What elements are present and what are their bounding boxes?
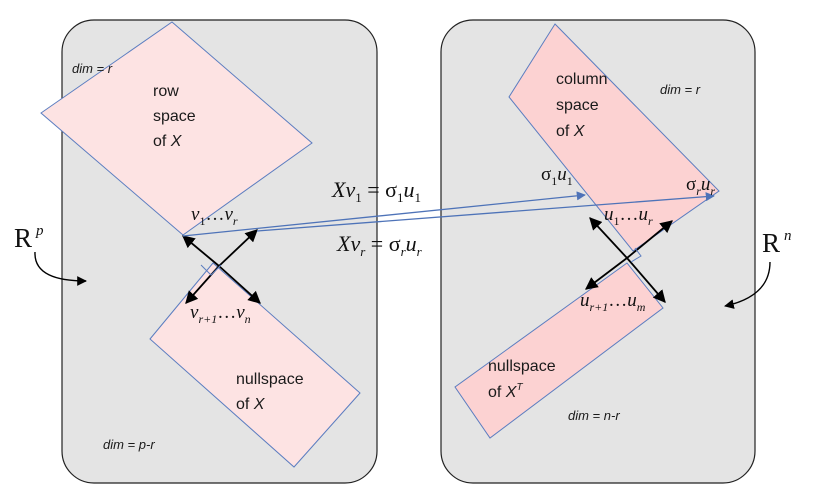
left-nullspace-region [149, 262, 361, 468]
right-right-angle [630, 247, 642, 263]
arrow-ur [626, 220, 673, 259]
u1-ur-label: u1…ur [604, 204, 653, 228]
left-pointer-arrow [34, 251, 87, 286]
sigma1-u1-label: σ1u1 [541, 164, 573, 188]
row-space-line1: row [153, 83, 179, 100]
equation-xv1: Xv1 = σ1u1 [331, 177, 421, 205]
row-space-region [40, 21, 313, 236]
row-space-line3: of X [153, 133, 183, 150]
left-nullspace-line2: of X [236, 396, 266, 413]
column-space-line2: space [556, 97, 599, 114]
arrow-v1 [182, 235, 220, 267]
ur1-um-label: ur+1…um [580, 290, 646, 314]
arrow-vn [218, 265, 261, 304]
left-nullspace-line1: nullspace [236, 371, 304, 388]
arrow-um [626, 257, 666, 303]
arrow-vr [218, 229, 258, 267]
right-nullspace-region [454, 262, 664, 439]
arrow-ur1 [584, 257, 628, 290]
left-dim-top: dim = r [72, 61, 113, 76]
column-space-line3: of X [556, 123, 586, 140]
right-pointer-arrow [724, 261, 771, 309]
right-dim-bottom: dim = n-r [568, 408, 620, 423]
vr1-vn-label: vr+1…vn [190, 302, 251, 326]
arrow-u1 [589, 217, 628, 259]
right-dim-top: dim = r [660, 82, 701, 97]
equation-xvr: Xvr = σrur [336, 231, 423, 259]
sigmar-ur-label: σrur [686, 174, 715, 198]
column-space-region [508, 23, 720, 252]
column-space-line1: column [556, 71, 608, 88]
row-space-line2: space [153, 108, 196, 125]
right-nullspace-line1: nullspace [488, 358, 556, 375]
right-nullspace-line2: of XT [488, 382, 523, 401]
left-dim-bottom: dim = p-r [103, 437, 155, 452]
map-arrow-1 [182, 191, 586, 237]
left-right-angle [200, 264, 222, 276]
map-arrow-r [256, 192, 715, 232]
v1-vr-label: v1…vr [191, 204, 238, 228]
